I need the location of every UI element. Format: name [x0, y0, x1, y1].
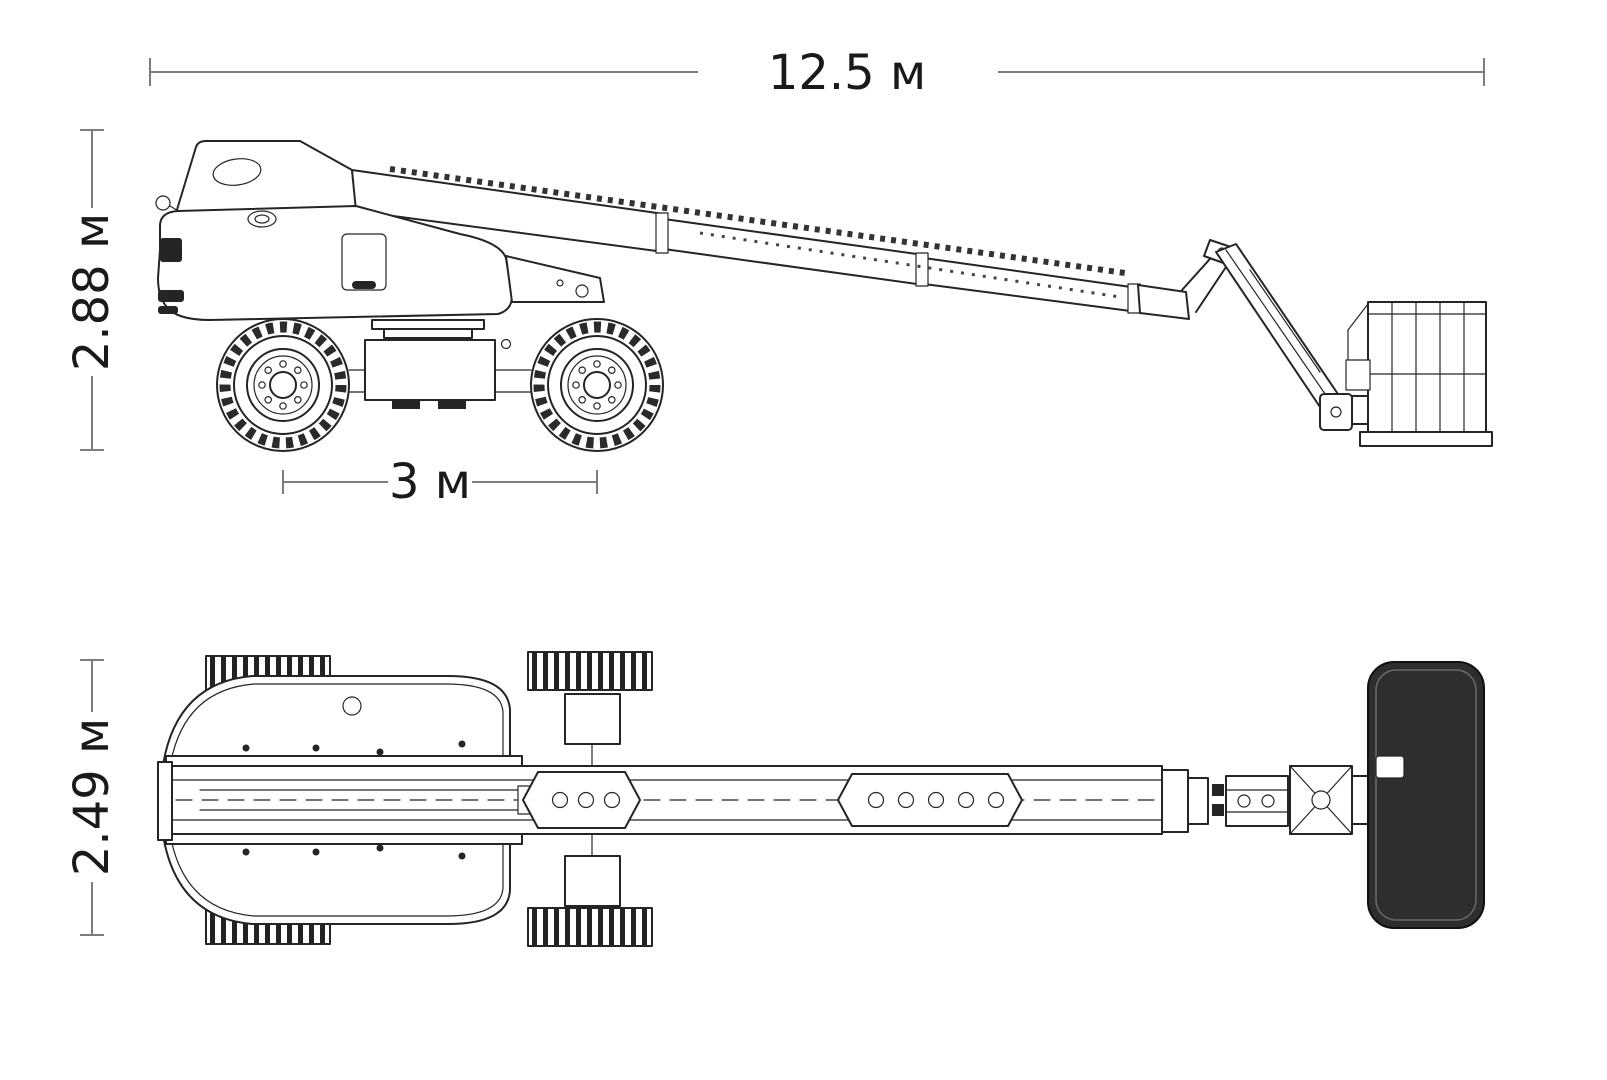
- side-view-drawing: [155, 140, 1493, 451]
- jib-assembly: [1181, 239, 1371, 431]
- chassis-side: [348, 339, 532, 409]
- boom-head: [1137, 284, 1190, 320]
- platform-side: [1345, 301, 1493, 447]
- platform-gate: [1375, 755, 1405, 779]
- platform-control-box: [1345, 359, 1371, 391]
- rear-wheel: [531, 319, 663, 451]
- engine-door: [341, 233, 387, 291]
- jib-elbow: [1319, 393, 1353, 431]
- overall-width-label: 2.49 м: [64, 718, 120, 876]
- dimension-overall-width: 2.49 м: [64, 659, 120, 936]
- boom-plate-front: [522, 771, 641, 829]
- overall-length-label: 12.5 м: [768, 45, 926, 101]
- platform-top-view: [1367, 661, 1485, 929]
- telescopic-boom: [351, 166, 1190, 320]
- tires-top-view: [205, 651, 653, 947]
- top-view-drawing: [157, 651, 1485, 947]
- turret-body: [157, 205, 605, 350]
- jib-top-view: [1161, 765, 1371, 835]
- platform-deck: [1367, 661, 1485, 929]
- overall-height-label: 2.88 м: [64, 213, 120, 371]
- grille: [160, 238, 182, 262]
- dimension-wheelbase: 3 м: [282, 454, 598, 510]
- wheelbase-label: 3 м: [389, 454, 471, 510]
- boom-plate-rear: [837, 773, 1023, 827]
- boom-top-view: [157, 755, 1163, 845]
- boom-pivot-bracket: [505, 255, 605, 303]
- boom-cable-track: [389, 166, 1126, 276]
- dimension-overall-height: 2.88 м: [64, 129, 120, 451]
- dimension-overall-length: 12.5 м: [149, 45, 1485, 101]
- turntable: [371, 319, 485, 339]
- platform-floor: [1359, 431, 1493, 447]
- axle-plates: [564, 693, 621, 907]
- front-wheel: [217, 319, 349, 451]
